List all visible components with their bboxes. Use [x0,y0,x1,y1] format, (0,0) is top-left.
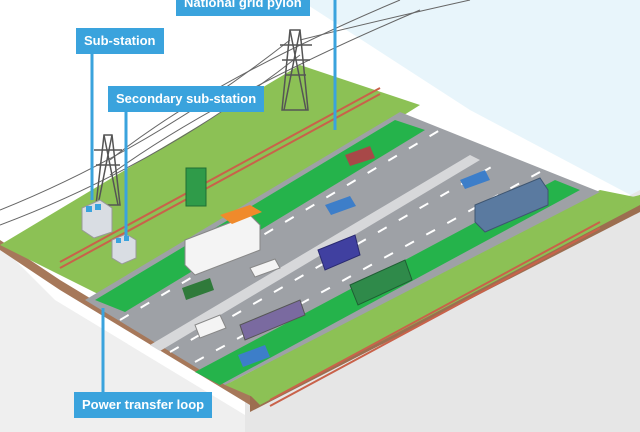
fence-lower [269,221,601,407]
central-reservation [150,155,480,351]
lane-markings [119,129,541,363]
red-car [345,146,375,166]
ground-block-left [0,245,245,432]
sky-area [300,0,640,200]
label-power-transfer-loop: Power transfer loop [74,392,213,418]
vehicles [182,146,549,367]
pylon-secondary [94,134,122,206]
purple-lorry [239,299,306,341]
green-car [182,278,214,300]
orange-van [220,205,262,224]
label-sub-station: Sub-station [76,28,164,54]
national-grid-pylon [280,29,312,111]
label-secondary-sub-station: Secondary sub-station [108,86,265,112]
road-sign [185,167,207,207]
grass-verge-lower [225,190,640,400]
white-car [249,258,281,278]
green-bus [349,259,413,306]
sub-station-building [81,199,113,239]
blue-car-3 [238,345,270,367]
label-national-grid-pylon: National grid pylon [176,0,310,16]
blue-car-2 [460,170,490,189]
charging-lane-upper [95,120,425,312]
blue-van [317,234,361,271]
blue-car [325,196,356,215]
white-car-2 [194,314,227,339]
secondary-sub-station-building [111,233,137,265]
blue-lorry [474,177,549,233]
